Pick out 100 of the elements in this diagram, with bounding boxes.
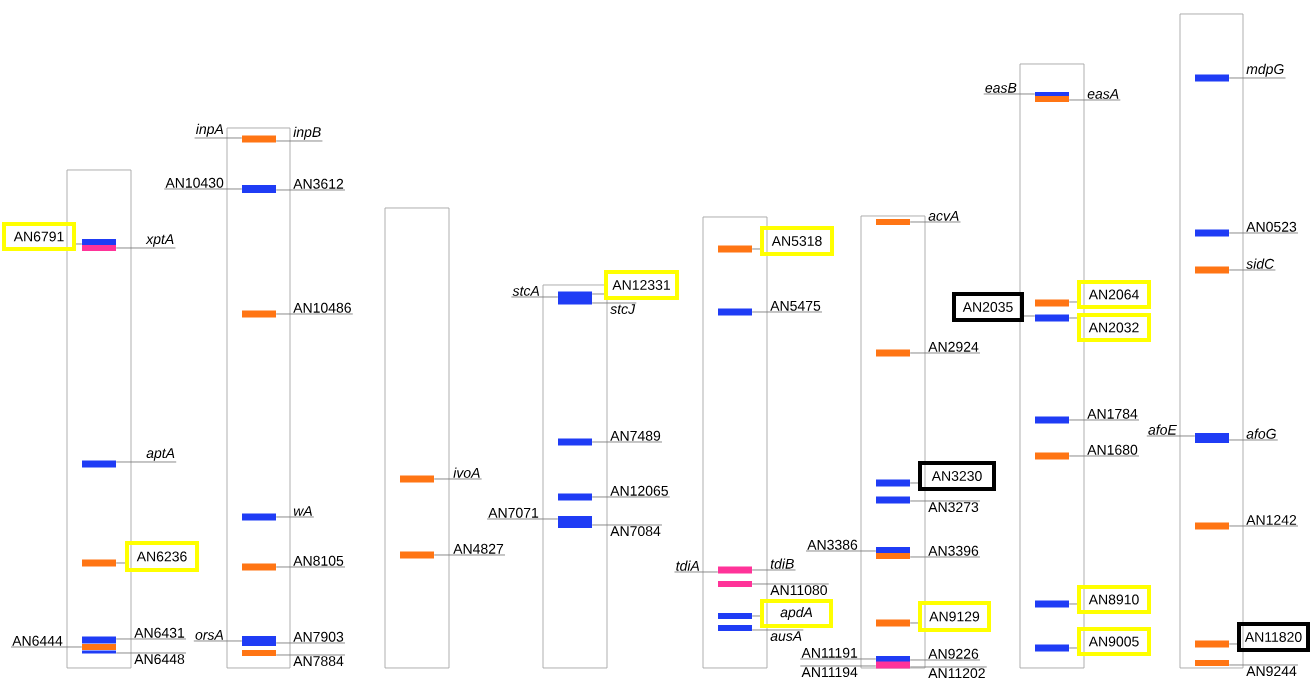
gene-marker: [876, 553, 910, 559]
gene-marker: [1195, 74, 1229, 82]
gene-marker: [718, 566, 752, 574]
gene-label: inpB: [293, 126, 321, 140]
gene-marker: [82, 644, 116, 650]
highlighted-gene-label: AN9129: [918, 601, 991, 632]
leader-line: [1228, 269, 1276, 271]
gene-label: AN1680: [1087, 444, 1138, 455]
gene-marker: [1035, 416, 1069, 424]
leader-line: [674, 571, 719, 573]
leader-line: [805, 550, 877, 552]
leader-line: [75, 243, 83, 245]
chromosome-outline: [384, 207, 450, 669]
gene-label: AN11191: [801, 647, 858, 658]
leader-line: [909, 659, 981, 661]
gene-label: AN6444: [12, 635, 63, 646]
gene-label: AN3396: [928, 545, 979, 556]
gene-marker: [242, 135, 276, 143]
gene-label: AN7489: [610, 430, 661, 441]
leader-line: [751, 311, 823, 313]
leader-line: [115, 247, 176, 249]
gene-marker: [1035, 600, 1069, 608]
chromosome-outline: [66, 169, 132, 669]
leader-line: [751, 629, 804, 631]
leader-line: [275, 516, 315, 518]
gene-marker: [400, 551, 434, 559]
gene-label: xptA: [145, 234, 174, 247]
leader-line: [433, 554, 506, 556]
leader-line: [193, 640, 243, 642]
gene-label: aptA: [146, 448, 175, 461]
highlighted-gene-label: AN2035: [952, 292, 1024, 322]
leader-line: [275, 140, 323, 142]
leader-line: [751, 615, 761, 617]
gene-label: acvA: [928, 211, 959, 221]
highlighted-gene-label: AN11820: [1237, 622, 1310, 652]
gene-label: tdiA: [676, 560, 700, 571]
gene-label: stcJ: [610, 304, 636, 314]
leader-line: [1228, 232, 1299, 234]
gene-marker: [718, 581, 752, 587]
gene-marker: [82, 650, 116, 654]
leader-line: [275, 642, 346, 644]
gene-marker: [82, 559, 116, 567]
gene-marker: [876, 479, 910, 487]
gene-label: afoG: [1246, 428, 1276, 439]
leader-line: [163, 188, 243, 190]
gene-marker: [82, 460, 116, 468]
leader-line: [983, 93, 1036, 95]
gene-label: AN7071: [488, 507, 539, 518]
leader-line: [909, 622, 919, 624]
leader-line: [591, 441, 663, 443]
gene-label: AN11080: [770, 585, 827, 596]
gene-marker: [242, 185, 276, 193]
gene-marker: [876, 619, 910, 627]
highlighted-gene-label: AN5318: [760, 226, 834, 256]
leader-line: [115, 652, 187, 654]
leader-line: [751, 569, 796, 571]
leader-line: [1228, 643, 1238, 645]
leader-line: [591, 293, 605, 295]
gene-label: AN1242: [1246, 515, 1297, 525]
gene-marker: [718, 613, 752, 619]
gene-marker: [1035, 314, 1069, 322]
gene-label: ausA: [770, 631, 802, 641]
gene-label: AN6448: [134, 654, 185, 665]
gene-label: AN3612: [293, 178, 344, 189]
leader-line: [1068, 301, 1078, 303]
gene-marker: [1035, 452, 1069, 460]
gene-label: AN7084: [610, 526, 661, 537]
gene-label: AN3386: [807, 539, 858, 550]
chromosome-outline: [1019, 63, 1085, 669]
gene-marker: [718, 308, 752, 316]
leader-line: [591, 524, 663, 526]
gene-marker: [718, 245, 752, 253]
gene-label: stcA: [512, 286, 540, 296]
gene-marker: [242, 650, 276, 656]
gene-marker: [1195, 522, 1229, 530]
highlighted-gene-label: AN2064: [1077, 280, 1151, 309]
gene-label: AN5475: [770, 301, 821, 311]
leader-line: [799, 658, 877, 660]
chromosome-outline: [860, 215, 926, 669]
gene-label: AN11194: [801, 667, 858, 678]
leader-line: [751, 248, 761, 250]
leader-line: [1228, 77, 1286, 79]
leader-line: [799, 665, 877, 667]
leader-line: [115, 562, 126, 564]
gene-marker: [876, 656, 910, 662]
gene-label: tdiB: [770, 558, 794, 569]
gene-label: AN11202: [928, 668, 985, 679]
gene-label: AN1784: [1087, 408, 1138, 419]
chromosome-outline: [1179, 13, 1244, 669]
gene-label: easB: [985, 83, 1017, 93]
gene-label: AN4827: [453, 543, 504, 554]
highlighted-gene-label: AN9005: [1077, 627, 1151, 656]
gene-marker: [558, 516, 592, 528]
gene-marker: [82, 239, 116, 245]
leader-line: [1068, 455, 1140, 457]
gene-label: AN10430: [165, 177, 224, 188]
leader-line: [909, 482, 919, 484]
leader-line: [1228, 525, 1299, 527]
gene-label: orsA: [195, 630, 224, 640]
chromosome-outline: [226, 127, 291, 669]
